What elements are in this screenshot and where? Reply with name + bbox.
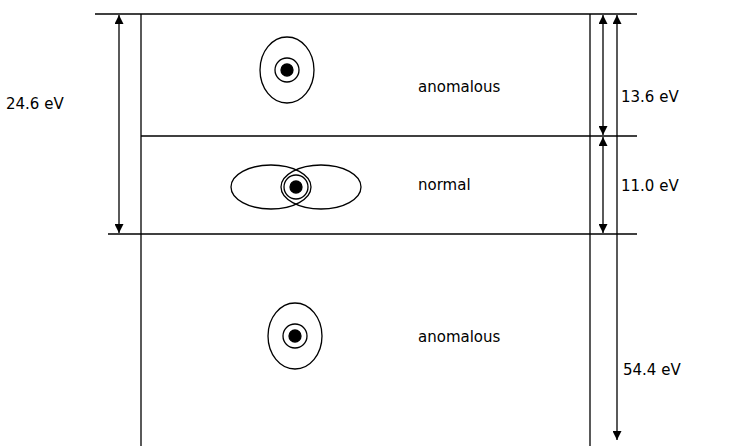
atom-symbol xyxy=(231,165,361,209)
energy-value: 13.6 eV xyxy=(620,88,680,106)
energy-band: anomalous xyxy=(142,15,589,135)
frame-line xyxy=(140,14,141,446)
atom-symbol xyxy=(268,303,322,369)
dimension-arrow xyxy=(602,137,603,233)
energy-band: normal xyxy=(142,137,589,233)
energy-value: 54.4 eV xyxy=(622,361,682,379)
band-label: anomalous xyxy=(418,328,500,346)
energy-value: 24.6 eV xyxy=(5,95,65,113)
level-line xyxy=(108,233,637,234)
dimension-arrow xyxy=(118,15,119,233)
level-line xyxy=(141,135,637,136)
band-label: anomalous xyxy=(418,78,500,96)
frame-line xyxy=(589,14,590,446)
band-label: normal xyxy=(418,176,471,194)
dimension-arrow xyxy=(616,15,617,440)
atom-symbol xyxy=(260,37,314,103)
dimension-arrow xyxy=(602,15,603,135)
level-line xyxy=(95,13,637,14)
energy-band: anomalous xyxy=(142,235,589,446)
energy-value: 11.0 eV xyxy=(620,177,680,195)
